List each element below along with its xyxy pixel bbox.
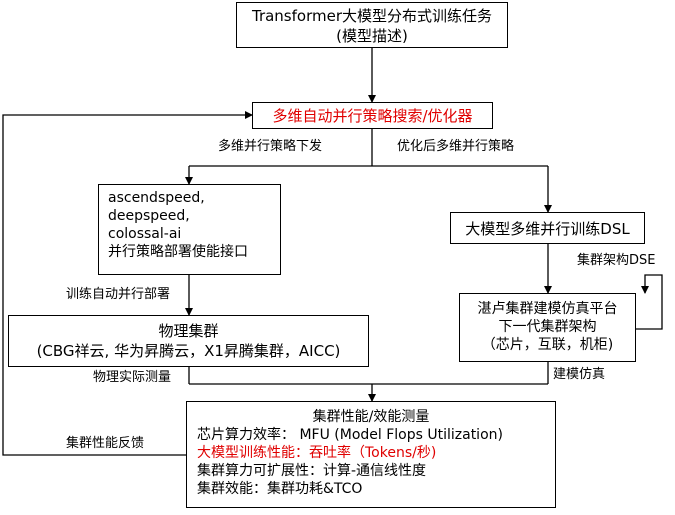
framework-line: ascendspeed, (108, 190, 205, 206)
edge-label-measure: 物理实际测量 (93, 370, 172, 385)
metrics-title: 集群性能/效能测量 (312, 409, 430, 425)
simulator-line: 下一代集群架构 (498, 319, 597, 335)
edge-label-feedback: 集群性能反馈 (66, 436, 145, 451)
dsl-label: 大模型多维并行训练DSL (465, 220, 630, 238)
task-subtitle: (模型描述) (336, 27, 408, 45)
simulator-line: （芯片，互联，机柜) (481, 337, 614, 353)
metric-mfu: 芯片算力效率： MFU (Model Flops Utilization) (197, 427, 503, 443)
edge-label-auto-deploy: 训练自动并行部署 (66, 287, 171, 302)
metric-efficiency: 集群效能：集群功耗&TCO (197, 481, 363, 497)
physical-cluster-node: 物理集群 (CBG祥云, 华为昇腾云，X1昇腾集群，AICC) (8, 315, 369, 367)
metric-throughput: 大模型训练性能：吞吐率（Tokens/秒) (197, 445, 437, 461)
arrow-dse-loop (636, 274, 663, 330)
simulator-line: 湛卢集群建模仿真平台 (477, 301, 618, 317)
metrics-node: 集群性能/效能测量 芯片算力效率： MFU (Model Flops Utili… (186, 401, 556, 508)
framework-line: colossal-ai (108, 226, 182, 242)
framework-line: deepspeed, (108, 208, 190, 224)
simulator-node: 湛卢集群建模仿真平台 下一代集群架构 （芯片，互联，机柜) (459, 293, 636, 362)
task-node: Transformer大模型分布式训练任务 (模型描述) (236, 2, 508, 48)
edge-label-sim: 建模仿真 (553, 367, 606, 382)
search-optimizer-node: 多维自动并行策略搜索/优化器 (252, 102, 493, 129)
arrow-feedback-loop (2, 111, 253, 456)
framework-line: 并行策略部署使能接口 (108, 244, 248, 260)
edge-label-arch-dse: 集群架构DSE (577, 253, 656, 268)
edge-label-optimized: 优化后多维并行策略 (397, 139, 515, 154)
search-optimizer-label: 多维自动并行策略搜索/优化器 (272, 107, 473, 125)
edge-label-dispatch: 多维并行策略下发 (218, 139, 323, 154)
cluster-subtitle: (CBG祥云, 华为昇腾云，X1昇腾集群，AICC) (36, 342, 341, 360)
metric-scalability: 集群算力可扩展性：计算-通信线性度 (197, 463, 427, 479)
dsl-node: 大模型多维并行训练DSL (450, 212, 645, 244)
cluster-title: 物理集群 (158, 322, 219, 340)
frameworks-node: ascendspeed, deepspeed, colossal-ai 并行策略… (98, 184, 281, 275)
task-title: Transformer大模型分布式训练任务 (251, 7, 492, 25)
